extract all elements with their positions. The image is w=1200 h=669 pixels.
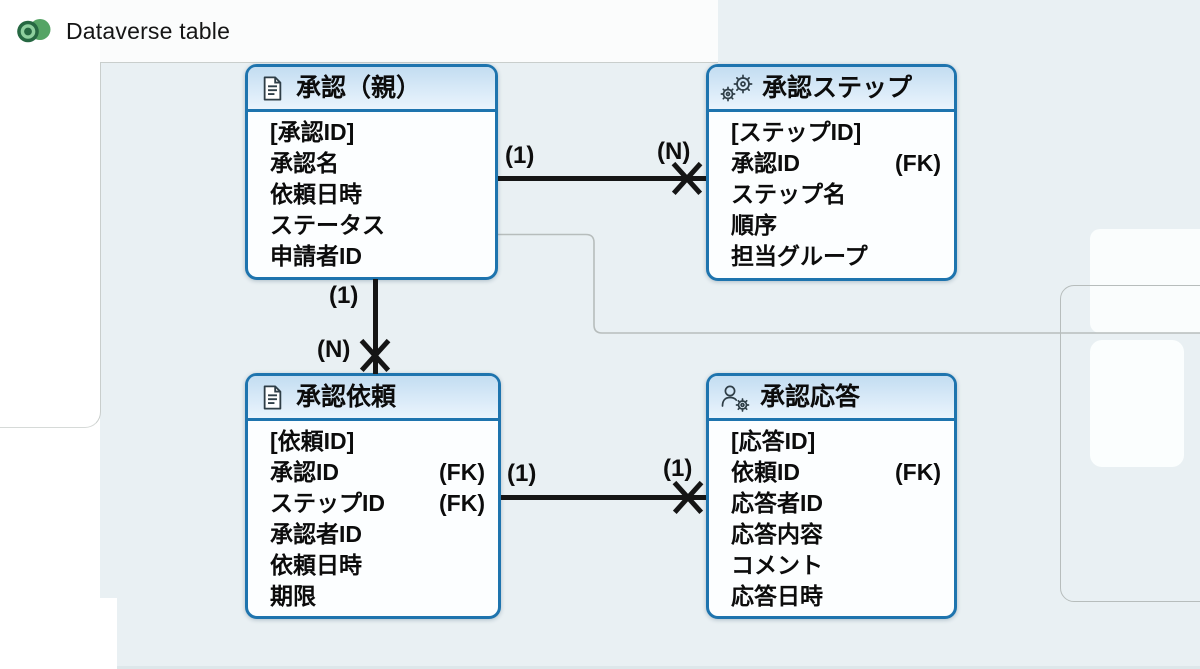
field-fk-tag: (FK) [439,490,485,516]
background-bottom-left-panel [0,598,117,669]
cardinality-label: (N) [657,138,691,165]
cardinality-label: (N) [317,336,351,363]
cardinality-label: (1) [507,460,537,487]
field-name: [依頼ID] [270,428,355,454]
field-name: ステータス [270,212,385,238]
field-name: 期限 [270,583,316,609]
field-name: 承認名 [270,150,339,176]
field-row: 期限 [248,581,498,612]
field-row: 応答内容 [709,519,954,550]
field-name: ステップID [270,490,385,516]
many-crossing-mark [357,337,393,373]
document-icon [263,385,282,410]
background-white-patch [1090,340,1184,467]
field-name: 担当グループ [731,243,868,269]
entity-fields: [承認ID] 承認名 依頼日時 ステータス 申請者ID [248,112,495,272]
entity-title: 承認ステップ [762,74,913,102]
cardinality-label: (1) [505,142,535,169]
field-row: 承認名 [248,148,495,179]
field-fk-tag: (FK) [439,459,485,485]
entity-title: 承認依頼 [296,383,397,411]
field-name: 応答内容 [731,521,823,547]
entity-header: 承認ステップ [709,67,954,112]
field-row: 順序 [709,210,954,241]
field-fk-tag: (FK) [895,459,941,485]
field-row: 依頼ID (FK) [709,457,954,488]
field-row: 申請者ID [248,241,495,272]
field-row: [ステップID] [709,117,954,148]
entity-header: 承認依頼 [248,376,498,421]
field-name: 承認者ID [270,521,362,547]
field-name: [応答ID] [731,428,816,454]
field-row: 承認者ID [248,519,498,550]
background-horizontal-rule [0,62,718,63]
gears-icon [720,74,753,101]
field-row: 承認ID (FK) [248,457,498,488]
field-row: 応答日時 [709,581,954,612]
entity-fields: [依頼ID] 承認ID (FK) ステップID (FK) 承認者ID 依頼日時 期限 [248,421,498,612]
cardinality-label: (1) [329,282,359,309]
background-bottom-strip [117,666,1200,669]
entity-header: 承認応答 [709,376,954,421]
dataverse-logo-icon [17,19,51,43]
field-name: コメント [731,552,823,578]
field-name: 承認ID [731,150,800,176]
background-panel-edge [0,62,101,428]
field-row: ステップID (FK) [248,488,498,519]
entity-fields: [ステップID] 承認ID (FK) ステップ名 順序 担当グループ [709,112,954,272]
field-row: 応答者ID [709,488,954,519]
entity-approval-step: 承認ステップ [ステップID] 承認ID (FK) ステップ名 順序 担当グループ [706,64,957,281]
field-row: [依頼ID] [248,426,498,457]
field-row: ステータス [248,210,495,241]
relationship-line-parent-step [498,176,706,181]
field-row: ステップ名 [709,179,954,210]
field-row: コメント [709,550,954,581]
field-fk-tag: (FK) [895,150,941,176]
field-name: [ステップID] [731,119,862,145]
document-icon [263,76,282,101]
person-gear-icon [721,385,750,412]
entity-approval-parent: 承認（親） [承認ID] 承認名 依頼日時 ステータス 申請者ID [245,64,498,280]
field-name: 申請者ID [270,243,362,269]
cardinality-label: (1) [663,455,693,482]
field-name: 応答者ID [731,490,823,516]
background-outline-box [1060,285,1200,602]
field-name: 依頼ID [731,459,800,485]
brand-label: Dataverse table [66,17,231,44]
relationship-line-parent-request [373,279,378,374]
entity-header: 承認（親） [248,67,495,112]
entity-approval-request: 承認依頼 [依頼ID] 承認ID (FK) ステップID (FK) 承認者ID 依頼… [245,373,501,619]
entity-title: 承認（親） [296,74,422,102]
field-name: 依頼日時 [270,181,362,207]
dataverse-brand: Dataverse table [12,10,230,52]
field-row: [応答ID] [709,426,954,457]
field-name: [承認ID] [270,119,355,145]
field-row: 依頼日時 [248,550,498,581]
entity-title: 承認応答 [760,383,861,411]
many-crossing-mark [669,160,705,196]
relationship-line-request-response [501,495,706,500]
field-row: 担当グループ [709,241,954,272]
field-name: 応答日時 [731,583,823,609]
field-name: ステップ名 [731,181,846,207]
crossing-mark [670,479,706,515]
field-row: 依頼日時 [248,179,495,210]
entity-fields: [応答ID] 依頼ID (FK) 応答者ID 応答内容 コメント 応答日時 [709,421,954,612]
field-row: [承認ID] [248,117,495,148]
field-name: 依頼日時 [270,552,362,578]
field-name: 承認ID [270,459,339,485]
entity-approval-response: 承認応答 [応答ID] 依頼ID (FK) 応答者ID 応答内容 コメント 応答日… [706,373,957,619]
field-name: 順序 [731,212,777,238]
field-row: 承認ID (FK) [709,148,954,179]
background-top-band [0,0,718,62]
